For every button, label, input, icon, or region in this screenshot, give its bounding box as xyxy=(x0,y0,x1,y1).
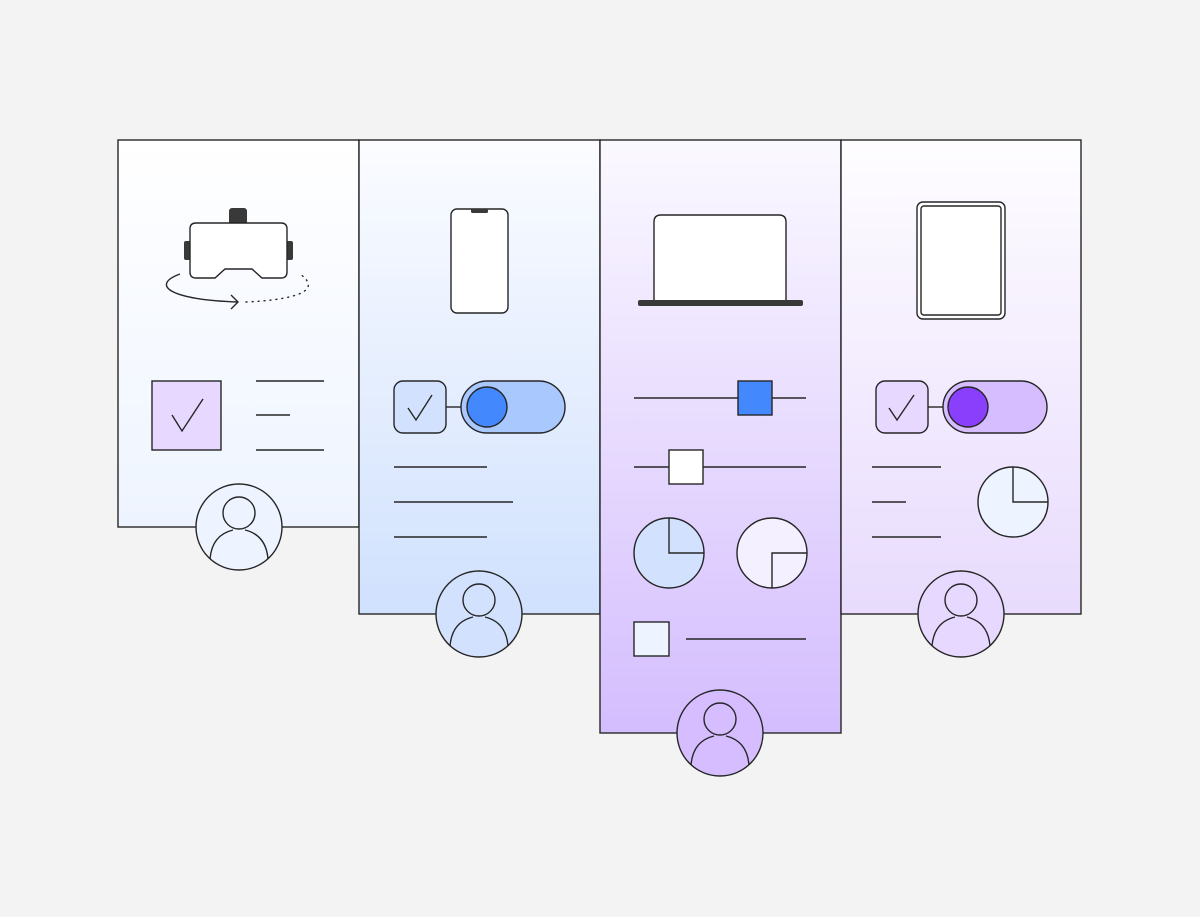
check-icon xyxy=(888,394,915,422)
tablet-icon xyxy=(916,201,1006,320)
pie-chart-icon xyxy=(977,466,1049,538)
check-icon xyxy=(171,398,204,433)
text-lines xyxy=(872,466,941,538)
panel-card xyxy=(117,139,360,528)
pie-chart-icon xyxy=(633,517,705,589)
checkbox-checked[interactable] xyxy=(875,380,929,434)
laptop-icon xyxy=(638,214,803,306)
user-avatar-icon xyxy=(917,570,1005,658)
panel-laptop xyxy=(599,139,842,734)
toggle-switch-on[interactable] xyxy=(460,380,566,434)
checkbox-checked[interactable] xyxy=(393,380,447,434)
check-icon xyxy=(407,394,433,422)
toggle-knob xyxy=(466,386,508,428)
panel-vr xyxy=(117,139,360,528)
smartphone-icon xyxy=(450,208,509,314)
toggle-knob xyxy=(947,386,989,428)
text-lines xyxy=(394,466,513,538)
slider-handle[interactable] xyxy=(668,449,704,485)
slider-1[interactable] xyxy=(634,380,806,416)
panel-phone xyxy=(358,139,601,615)
text-lines xyxy=(256,380,324,451)
slider-2[interactable] xyxy=(634,449,806,485)
user-avatar-icon xyxy=(435,570,523,658)
slider-handle[interactable] xyxy=(737,380,773,416)
checkbox-checked[interactable] xyxy=(151,380,222,451)
user-avatar-icon xyxy=(676,689,764,777)
rotate-arrow-icon xyxy=(165,273,309,310)
pie-chart-icon xyxy=(736,517,808,589)
checkbox-unchecked[interactable] xyxy=(633,621,670,657)
vr-headset-icon xyxy=(184,208,293,279)
user-avatar-icon xyxy=(195,483,283,571)
panel-tablet xyxy=(840,139,1082,615)
toggle-switch-on[interactable] xyxy=(942,380,1048,434)
